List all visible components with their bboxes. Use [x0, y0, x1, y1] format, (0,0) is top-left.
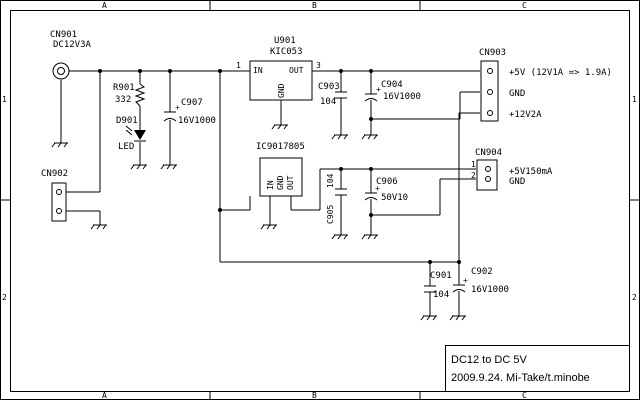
cn901-ref: CN901 — [50, 30, 77, 40]
r901-ref: R901 — [113, 83, 135, 93]
c901-value: 104 — [433, 290, 449, 300]
u901-pin1: 1 — [236, 61, 241, 70]
ic9017805-pin-out: OUT — [286, 175, 295, 190]
cn904-pin1-label: +5V150mA — [509, 167, 553, 177]
r901-value: 332 — [115, 95, 131, 105]
c907-value: 16V1000 — [178, 116, 216, 126]
col-label-top-a: A — [102, 1, 107, 10]
title-block-subtitle: 2009.9.24. Mi-Take/t.minobe — [451, 372, 590, 384]
ground-symbol-1 — [90, 224, 107, 230]
ground-symbol-3 — [160, 164, 177, 170]
cn903-ref: CN903 — [479, 48, 506, 58]
c901-ref: C901 — [430, 271, 452, 281]
r901-resistor: R901 332 — [113, 83, 146, 107]
title-block: DC12 to DC 5V 2009.9.24. Mi-Take/t.minob… — [445, 345, 630, 392]
cn902-ref: CN902 — [41, 169, 68, 179]
ic9017805-pin-gnd: GND — [276, 175, 285, 190]
u901-value: KIC053 — [270, 47, 303, 57]
ic9017805-ref: IC9017805 — [256, 142, 305, 152]
junctions — [98, 69, 461, 264]
ground-symbol-10 — [420, 315, 437, 321]
cn903-pin3-label: +12V2A — [509, 110, 542, 120]
c903-value: 104 — [320, 97, 336, 107]
row-label-left-1: 1 — [2, 95, 7, 104]
cn901-value: DC12V3A — [53, 40, 92, 50]
cn904-pin2-label: GND — [509, 177, 525, 187]
svg-text:+: + — [376, 85, 381, 94]
svg-text:+: + — [375, 184, 380, 193]
cn904-pin2-num: 2 — [471, 171, 476, 180]
svg-text:+: + — [463, 276, 468, 285]
row-label-right-2: 2 — [632, 293, 637, 302]
cn903-connector: CN903 +5V (12V1A => 1.9A) GND +12V2A — [479, 48, 612, 122]
ground-symbol-0 — [51, 142, 68, 148]
c901-capacitor: C901 104 — [424, 271, 452, 300]
c904-ref: C904 — [381, 80, 403, 90]
svg-text:+: + — [175, 103, 180, 112]
c906-capacitor: + C906 50V10 — [364, 177, 408, 203]
c905-value: 104 — [326, 173, 335, 188]
u901-pin-out: OUT — [289, 66, 304, 75]
u901-ref: U901 — [274, 36, 296, 46]
c903-capacitor: C903 104 — [318, 82, 347, 107]
u901-regulator: U901 KIC053 IN OUT GND 1 3 — [236, 36, 321, 101]
ground-symbol-7 — [260, 224, 277, 230]
c904-value: 16V1000 — [383, 92, 421, 102]
u901-pin3: 3 — [316, 61, 321, 70]
col-label-top-b: B — [312, 1, 317, 10]
ground-symbol-6 — [361, 134, 378, 140]
col-label-bottom-c: C — [522, 391, 527, 400]
row-label-right-1: 1 — [632, 95, 637, 104]
row-label-left-2: 2 — [2, 293, 7, 302]
col-label-bottom-b: B — [312, 391, 317, 400]
c906-ref: C906 — [376, 177, 398, 187]
c907-capacitor: + C907 16V1000 — [163, 98, 216, 126]
ic9017805-pin-in: IN — [266, 180, 275, 190]
ground-symbol-5 — [331, 134, 348, 140]
ground-symbols — [51, 124, 466, 321]
col-label-top-c: C — [522, 1, 527, 10]
ground-symbol-11 — [449, 315, 466, 321]
ground-symbol-4 — [271, 124, 288, 130]
c906-value: 50V10 — [381, 193, 408, 203]
cn903-pin1-label: +5V (12V1A => 1.9A) — [509, 68, 612, 78]
c907-ref: C907 — [181, 98, 203, 108]
u901-pin-gnd: GND — [277, 83, 286, 98]
cn904-pin1-num: 1 — [471, 160, 476, 169]
u901-pin-in: IN — [253, 66, 263, 75]
c905-capacitor: 104 C905 — [326, 173, 347, 224]
cn901-dc-jack: CN901 DC12V3A — [50, 30, 92, 80]
cn904-ref: CN904 — [475, 148, 502, 158]
ground-symbol-8 — [331, 234, 348, 240]
cn902-connector: CN902 — [41, 169, 68, 222]
d901-led: D901 LED — [116, 116, 146, 152]
cn904-connector: CN904 1 2 +5V150mA GND — [471, 148, 553, 191]
wires — [60, 70, 480, 316]
title-block-title: DC12 to DC 5V — [451, 354, 527, 366]
c902-capacitor: + C902 16V1000 — [452, 267, 509, 295]
ground-symbol-9 — [361, 234, 378, 240]
c903-ref: C903 — [318, 82, 340, 92]
col-label-bottom-a: A — [102, 391, 107, 400]
c904-capacitor: + C904 16V1000 — [364, 80, 421, 102]
ground-symbol-2 — [130, 164, 147, 170]
c902-ref: C902 — [471, 267, 493, 277]
c902-value: 16V1000 — [471, 285, 509, 295]
d901-ref: D901 — [116, 116, 138, 126]
d901-value: LED — [118, 142, 134, 152]
c905-ref: C905 — [326, 205, 335, 224]
cn903-pin2-label: GND — [509, 89, 525, 99]
ic9017805-regulator: IC9017805 IN GND OUT — [256, 142, 305, 197]
